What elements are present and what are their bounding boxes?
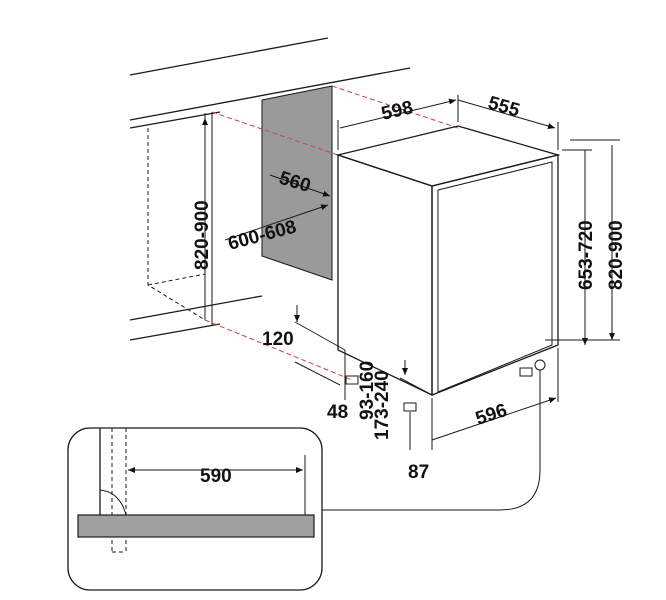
dim-596: 596 <box>473 400 510 430</box>
detail-callout-line <box>322 370 541 511</box>
dim-820-900-left: 820-900 <box>192 200 213 270</box>
dim-48: 48 <box>327 402 348 423</box>
countertop <box>129 37 411 341</box>
dim-87: 87 <box>408 462 429 483</box>
detail-marker <box>534 359 546 371</box>
dim-555: 555 <box>486 93 523 122</box>
dim-598: 598 <box>379 97 415 125</box>
dim-120: 120 <box>262 329 294 350</box>
cabinet-side-panel <box>261 85 333 281</box>
foot <box>403 402 417 412</box>
niche-outline-lines <box>204 85 459 381</box>
inset-detail: 590 <box>67 427 323 591</box>
foot <box>519 367 533 377</box>
dim-653-720: 653-720 <box>576 220 597 290</box>
dim-93-160: 93-160 <box>357 361 378 420</box>
foot <box>345 375 359 385</box>
dim-173-240: 173-240 <box>372 370 393 440</box>
dim-590: 590 <box>200 466 232 487</box>
dimension-lines <box>202 95 620 450</box>
base-bar <box>77 514 315 538</box>
dim-820-900-right: 820-900 <box>606 220 627 290</box>
